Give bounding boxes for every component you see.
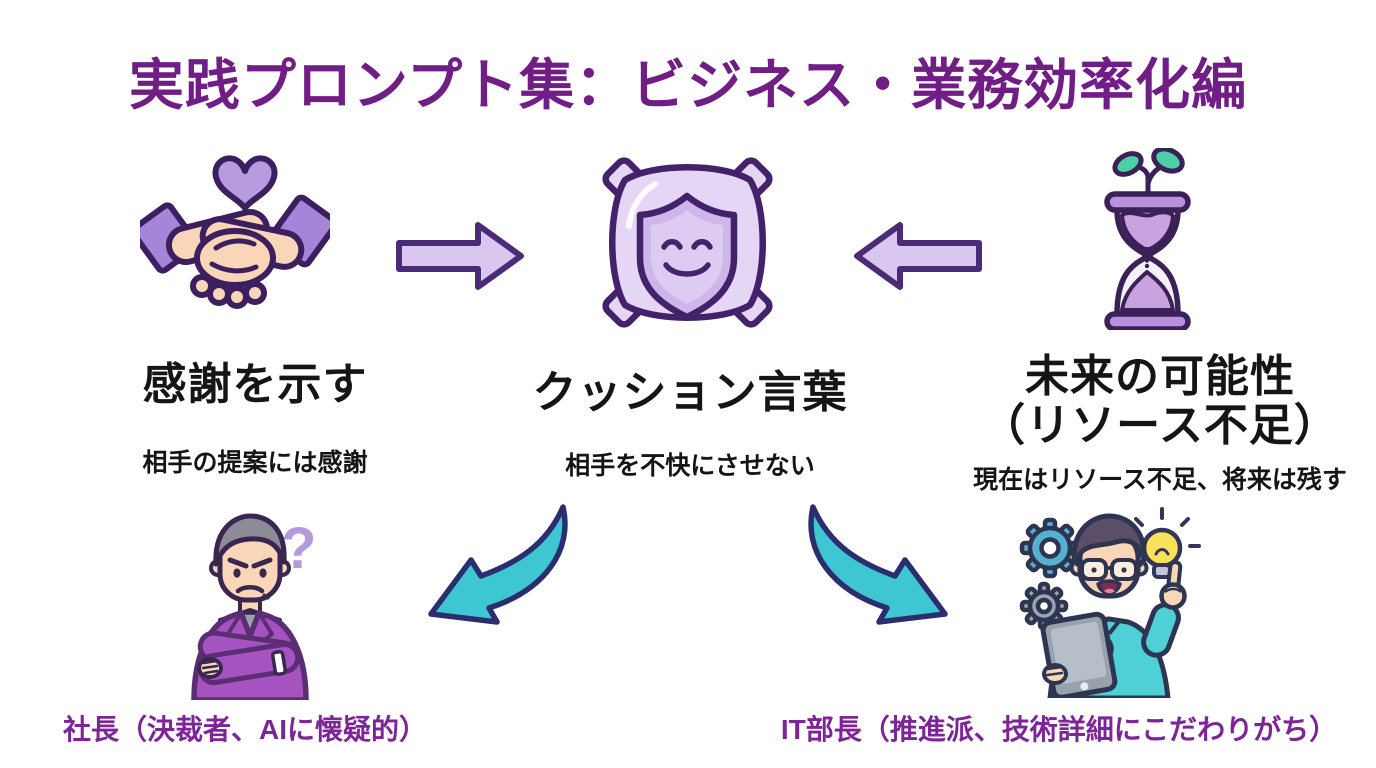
skeptical-president-illustration: ? [178, 510, 323, 700]
president-label: 社長（決裁者、AIに懐疑的） [62, 714, 427, 745]
handshake-heart-icon [140, 146, 330, 326]
cushion-subtitle: 相手を不快にさせない [565, 452, 815, 480]
page-title: 実践プロンプト集：ビジネス・業務効率化編 [128, 54, 1248, 116]
arrow-right-icon [394, 220, 526, 292]
hourglass-sprout-icon [1100, 148, 1195, 330]
arrow-left-icon [852, 220, 984, 292]
it-director-illustration [1012, 506, 1207, 698]
cushion-heading: クッション言葉 [532, 368, 848, 417]
future-heading-line1: 未来の可能性 [1025, 352, 1295, 401]
gratitude-heading: 感謝を示す [142, 360, 368, 409]
future-subtitle: 現在はリソース不足、将来は残す [973, 466, 1347, 494]
gratitude-subtitle: 相手の提案には感謝 [142, 449, 368, 477]
future-heading: 未来の可能性 （リソース不足） [950, 352, 1370, 451]
it-director-label: IT部長（推進派、技術詳細にこだわりがち） [780, 714, 1338, 745]
curved-arrow-down-right-icon [798, 502, 953, 627]
cushion-shield-smile-icon [595, 150, 780, 335]
future-heading-line2: （リソース不足） [981, 401, 1339, 451]
curved-arrow-down-left-icon [423, 502, 578, 627]
